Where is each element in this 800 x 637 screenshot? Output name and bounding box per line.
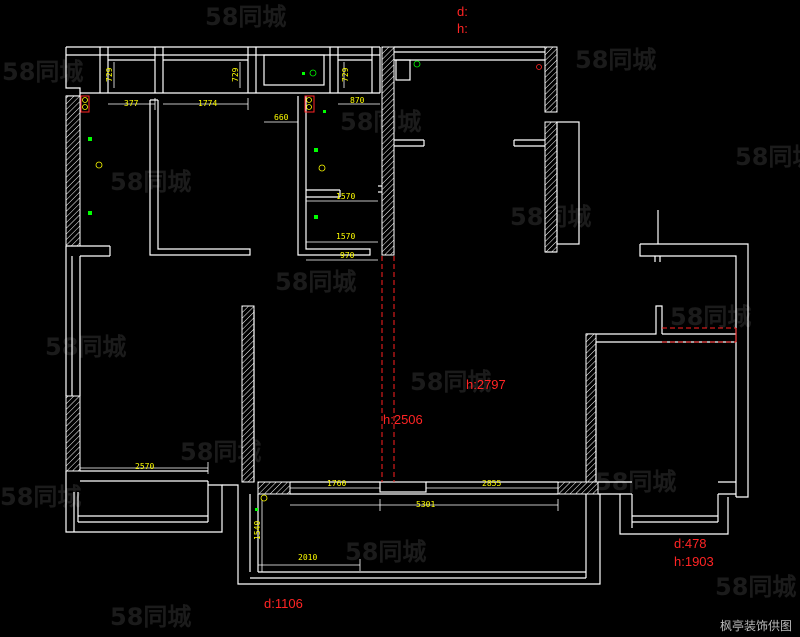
- watermark: 58同城: [45, 333, 126, 361]
- top-d-label: d:: [457, 4, 468, 19]
- socket-icon: [306, 97, 312, 103]
- watermark: 58同城: [340, 108, 421, 136]
- dim-1760: 1760: [327, 479, 346, 488]
- watermark: 58同城: [2, 58, 83, 86]
- height-2797-label: h:2797: [466, 377, 506, 392]
- watermark: 58同城: [110, 603, 191, 631]
- socket-icon: [309, 69, 317, 77]
- dim-870: 870: [350, 96, 365, 105]
- red-marker-icon: [536, 64, 542, 70]
- light-icon: [95, 161, 103, 169]
- watermark: 58同城: [410, 368, 491, 396]
- dim-729-left: 729: [105, 67, 114, 82]
- dimension-labels: 377 1774 660 870 1570 1570 970 2570 1760…: [105, 67, 501, 562]
- watermark: 58同城: [0, 483, 81, 511]
- light-icon: [318, 164, 326, 172]
- watermark: 58同城: [670, 303, 751, 331]
- socket-icon: [82, 97, 88, 103]
- watermark-layer: 58同城 58同城 58同城 58同城 58同城 58同城 58同城 58同城 …: [0, 3, 800, 631]
- socket-icon: [82, 104, 88, 110]
- dim-2855: 2855: [482, 479, 501, 488]
- socket-icon: [306, 104, 312, 110]
- watermark: 58同城: [735, 143, 800, 171]
- dim-1570-lower: 1570: [336, 232, 355, 241]
- watermark: 58同城: [110, 168, 191, 196]
- fixtures: [80, 60, 542, 511]
- dim-2570: 2570: [135, 462, 154, 471]
- watermark: 58同城: [345, 538, 426, 566]
- depth-478-label: d:478: [674, 536, 707, 551]
- dim-1540: 1540: [253, 521, 262, 540]
- switch-icon: [323, 110, 326, 113]
- switch-icon: [88, 211, 92, 215]
- red-marker: [304, 95, 315, 113]
- watermark: 58同城: [575, 46, 656, 74]
- dim-1570-upper: 1570: [336, 192, 355, 201]
- dim-5301: 5301: [416, 500, 435, 509]
- red-marker: [80, 95, 90, 113]
- height-1903-label: h:1903: [674, 554, 714, 569]
- dim-377: 377: [124, 99, 139, 108]
- switch-icon: [314, 148, 318, 152]
- light-icon: [260, 494, 268, 502]
- switch-icon: [314, 215, 318, 219]
- switch-icon: [255, 508, 258, 511]
- socket-icon: [413, 60, 421, 68]
- dim-660: 660: [274, 113, 289, 122]
- walls: [65, 46, 749, 585]
- image-caption: 枫亭装饰供图: [719, 619, 792, 633]
- dim-729-right: 729: [341, 67, 350, 82]
- dimension-lines: [80, 62, 559, 572]
- switch-icon: [88, 137, 92, 141]
- dim-970: 970: [340, 251, 355, 260]
- dim-729-mid: 729: [231, 67, 240, 82]
- dim-2010: 2010: [298, 553, 317, 562]
- watermark: 58同城: [205, 3, 286, 31]
- watermark: 58同城: [275, 268, 356, 296]
- switch-icon: [302, 72, 305, 75]
- depth-1106-label: d:1106: [264, 596, 303, 611]
- measurement-labels: d: h: h:2797 h:2506 d:478 h:1903 d:1106: [264, 4, 714, 611]
- openings: [381, 256, 737, 482]
- watermark: 58同城: [715, 573, 796, 601]
- height-2506-label: h:2506: [383, 412, 423, 427]
- dim-1774: 1774: [198, 99, 217, 108]
- top-h-label: h:: [457, 21, 468, 36]
